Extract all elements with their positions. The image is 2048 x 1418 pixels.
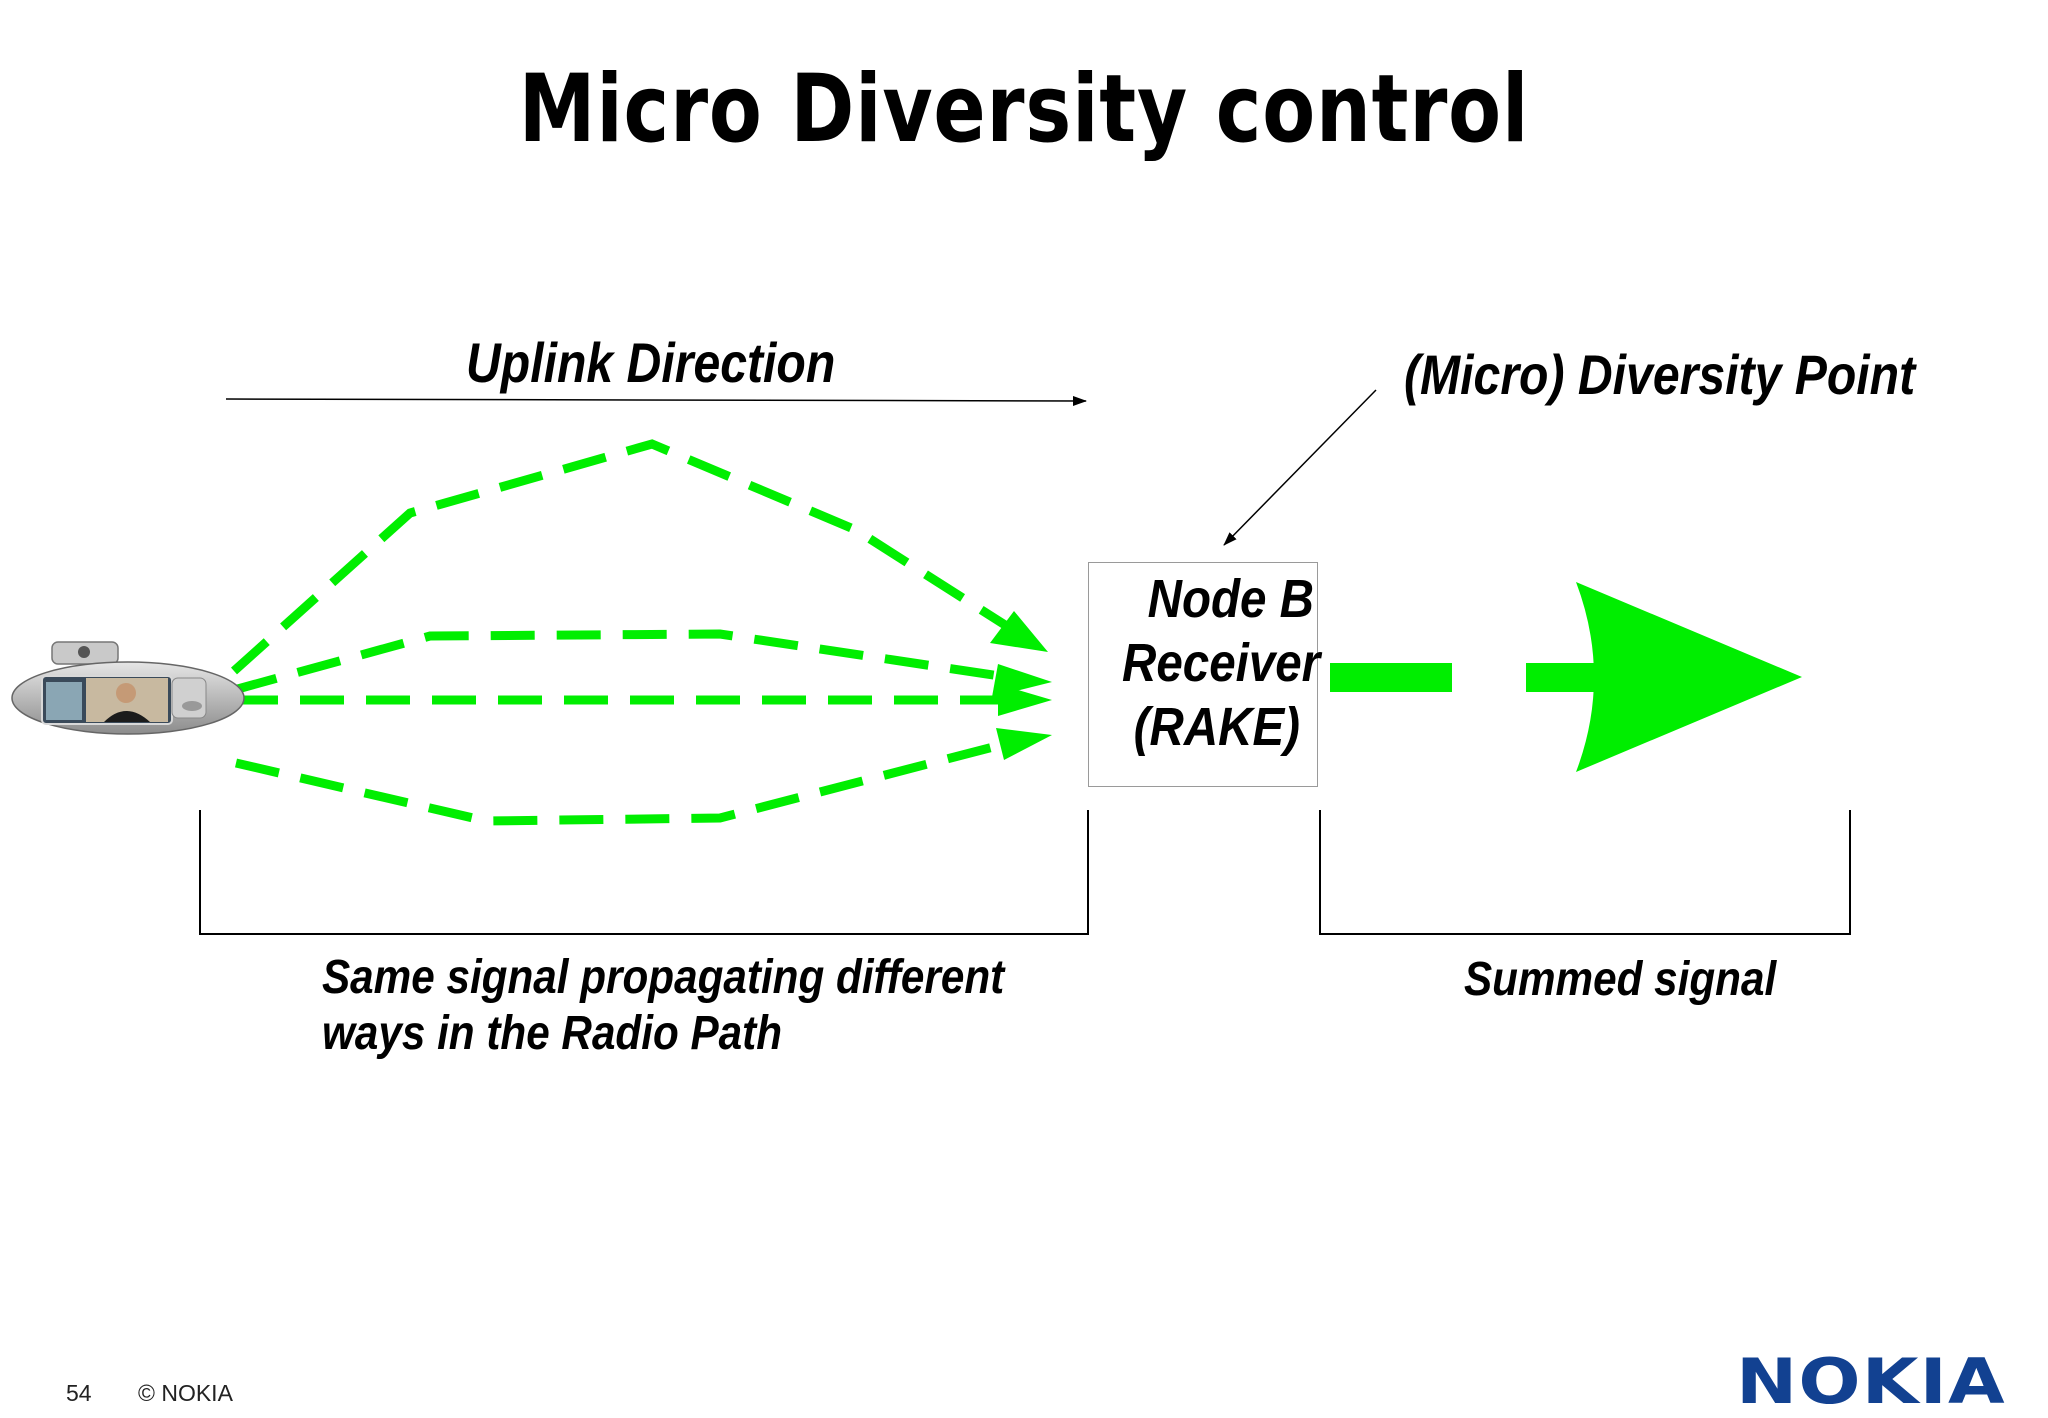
node-b-receiver-box — [1088, 562, 1318, 787]
radio-path-bracket — [199, 810, 1089, 935]
uplink-direction-arrow — [225, 395, 1087, 406]
same-signal-caption: Same signal propagating different ways i… — [322, 950, 1004, 1062]
diversity-point-label: (Micro) Diversity Point — [1404, 343, 1916, 406]
multipath-arrowheads — [990, 611, 1052, 760]
node-b-label-line3: (RAKE) — [1133, 697, 1300, 757]
signal-path-top — [230, 439, 1019, 675]
node-b-label-line2: Receiver — [1121, 633, 1320, 693]
summed-arrowhead — [1576, 582, 1802, 772]
node-b-label-line1: Node B — [1147, 569, 1314, 629]
nokia-logo: NOKIA — [1736, 1345, 2006, 1418]
summed-dash-2 — [1526, 663, 1606, 692]
summed-dash-1 — [1330, 663, 1452, 692]
summed-signal-caption: Summed signal — [1464, 953, 1777, 1006]
page-number: 54 — [66, 1380, 92, 1406]
diversity-point-pointer — [1223, 389, 1377, 546]
uplink-direction-label: Uplink Direction — [466, 331, 836, 394]
arrowhead-top — [990, 611, 1048, 652]
arrowhead-direct — [998, 684, 1052, 716]
multipath-signals — [230, 439, 1022, 826]
page-title: Micro Diversity control — [518, 55, 1530, 164]
signal-path-upper — [232, 629, 1021, 695]
signal-path-lower — [234, 735, 1022, 826]
copyright-notice: © NOKIA — [138, 1380, 233, 1406]
same-signal-caption-line1: Same signal propagating different — [322, 951, 1005, 1004]
same-signal-caption-line2: ways in the Radio Path — [322, 1007, 783, 1060]
summed-signal-bracket — [1319, 810, 1851, 935]
summed-signal-arrow — [1330, 582, 1802, 772]
arrowhead-lower — [996, 728, 1052, 760]
mobile-phone-icon — [11, 641, 245, 735]
